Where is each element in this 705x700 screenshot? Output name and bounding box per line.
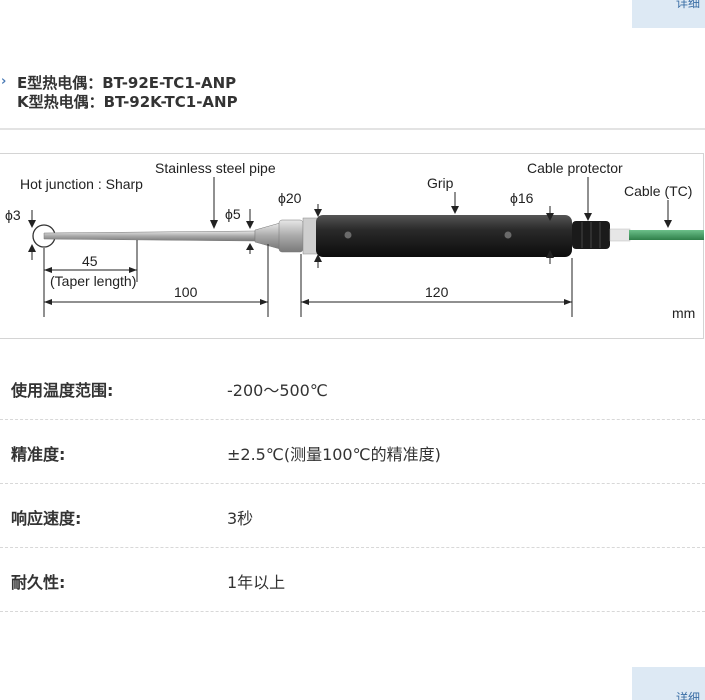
spec-value: 1年以上 xyxy=(227,573,286,592)
chevron-right-icon: › xyxy=(1,74,7,89)
spec-row-accuracy: 精准度: ±2.5℃(测量100℃的精准度) xyxy=(0,420,705,484)
label-dim45: 45 xyxy=(82,253,98,269)
grip-label-band xyxy=(302,217,318,255)
spec-label: 精准度: xyxy=(11,445,66,464)
spec-row-response-time: 响应速度: 3秒 xyxy=(0,484,705,548)
model-k-label: K型热电偶：BT-92K-TC1-ANP xyxy=(17,93,238,111)
spec-value: ±2.5℃(测量100℃的精准度) xyxy=(227,445,441,464)
label-phi3: ϕ3 xyxy=(5,207,21,223)
detail-tab-bottom-label: 详细 xyxy=(676,691,701,700)
label-grip: Grip xyxy=(427,175,454,191)
cable-sleeve xyxy=(609,228,631,242)
probe-drawing: Hot junction : Sharp Stainless steel pip… xyxy=(5,160,704,321)
label-stainless-pipe: Stainless steel pipe xyxy=(155,160,276,176)
spec-label: 响应速度: xyxy=(11,509,82,528)
label-phi16: ϕ16 xyxy=(510,190,534,206)
label-taper: (Taper length) xyxy=(50,273,136,289)
grip-screw xyxy=(344,231,352,239)
spec-label: 耐久性: xyxy=(11,573,66,592)
spec-label: 使用温度范围: xyxy=(11,381,114,400)
label-dim100: 100 xyxy=(174,284,198,300)
detail-tab-top-label: 详细 xyxy=(676,0,701,10)
label-unit: mm xyxy=(672,305,695,321)
spec-value: 3秒 xyxy=(227,509,254,528)
spec-row-durability: 耐久性: 1年以上 xyxy=(0,548,705,612)
label-dim120: 120 xyxy=(425,284,449,300)
label-phi20: ϕ20 xyxy=(278,190,302,206)
label-cable: Cable (TC) xyxy=(624,183,692,199)
label-hot-junction: Hot junction : Sharp xyxy=(20,176,143,192)
section-divider xyxy=(0,128,705,130)
detail-tab-bottom[interactable]: 详细 xyxy=(632,667,705,700)
label-phi5: ϕ5 xyxy=(225,206,241,222)
model-e-label: E型热电偶：BT-92E-TC1-ANP xyxy=(17,74,237,92)
spec-row-temperature-range: 使用温度范围: -200～500℃ xyxy=(0,356,705,420)
grip-body xyxy=(316,215,572,257)
spec-value: -200～500℃ xyxy=(227,381,328,400)
probe-dimension-diagram: Hot junction : Sharp Stainless steel pip… xyxy=(0,153,704,339)
grip-screw xyxy=(504,231,512,239)
steel-collar xyxy=(278,219,304,253)
cable-tc xyxy=(629,230,704,240)
label-cable-protector: Cable protector xyxy=(527,160,623,176)
detail-tab-top[interactable]: 详细 xyxy=(632,0,705,28)
steel-pipe xyxy=(43,230,256,242)
